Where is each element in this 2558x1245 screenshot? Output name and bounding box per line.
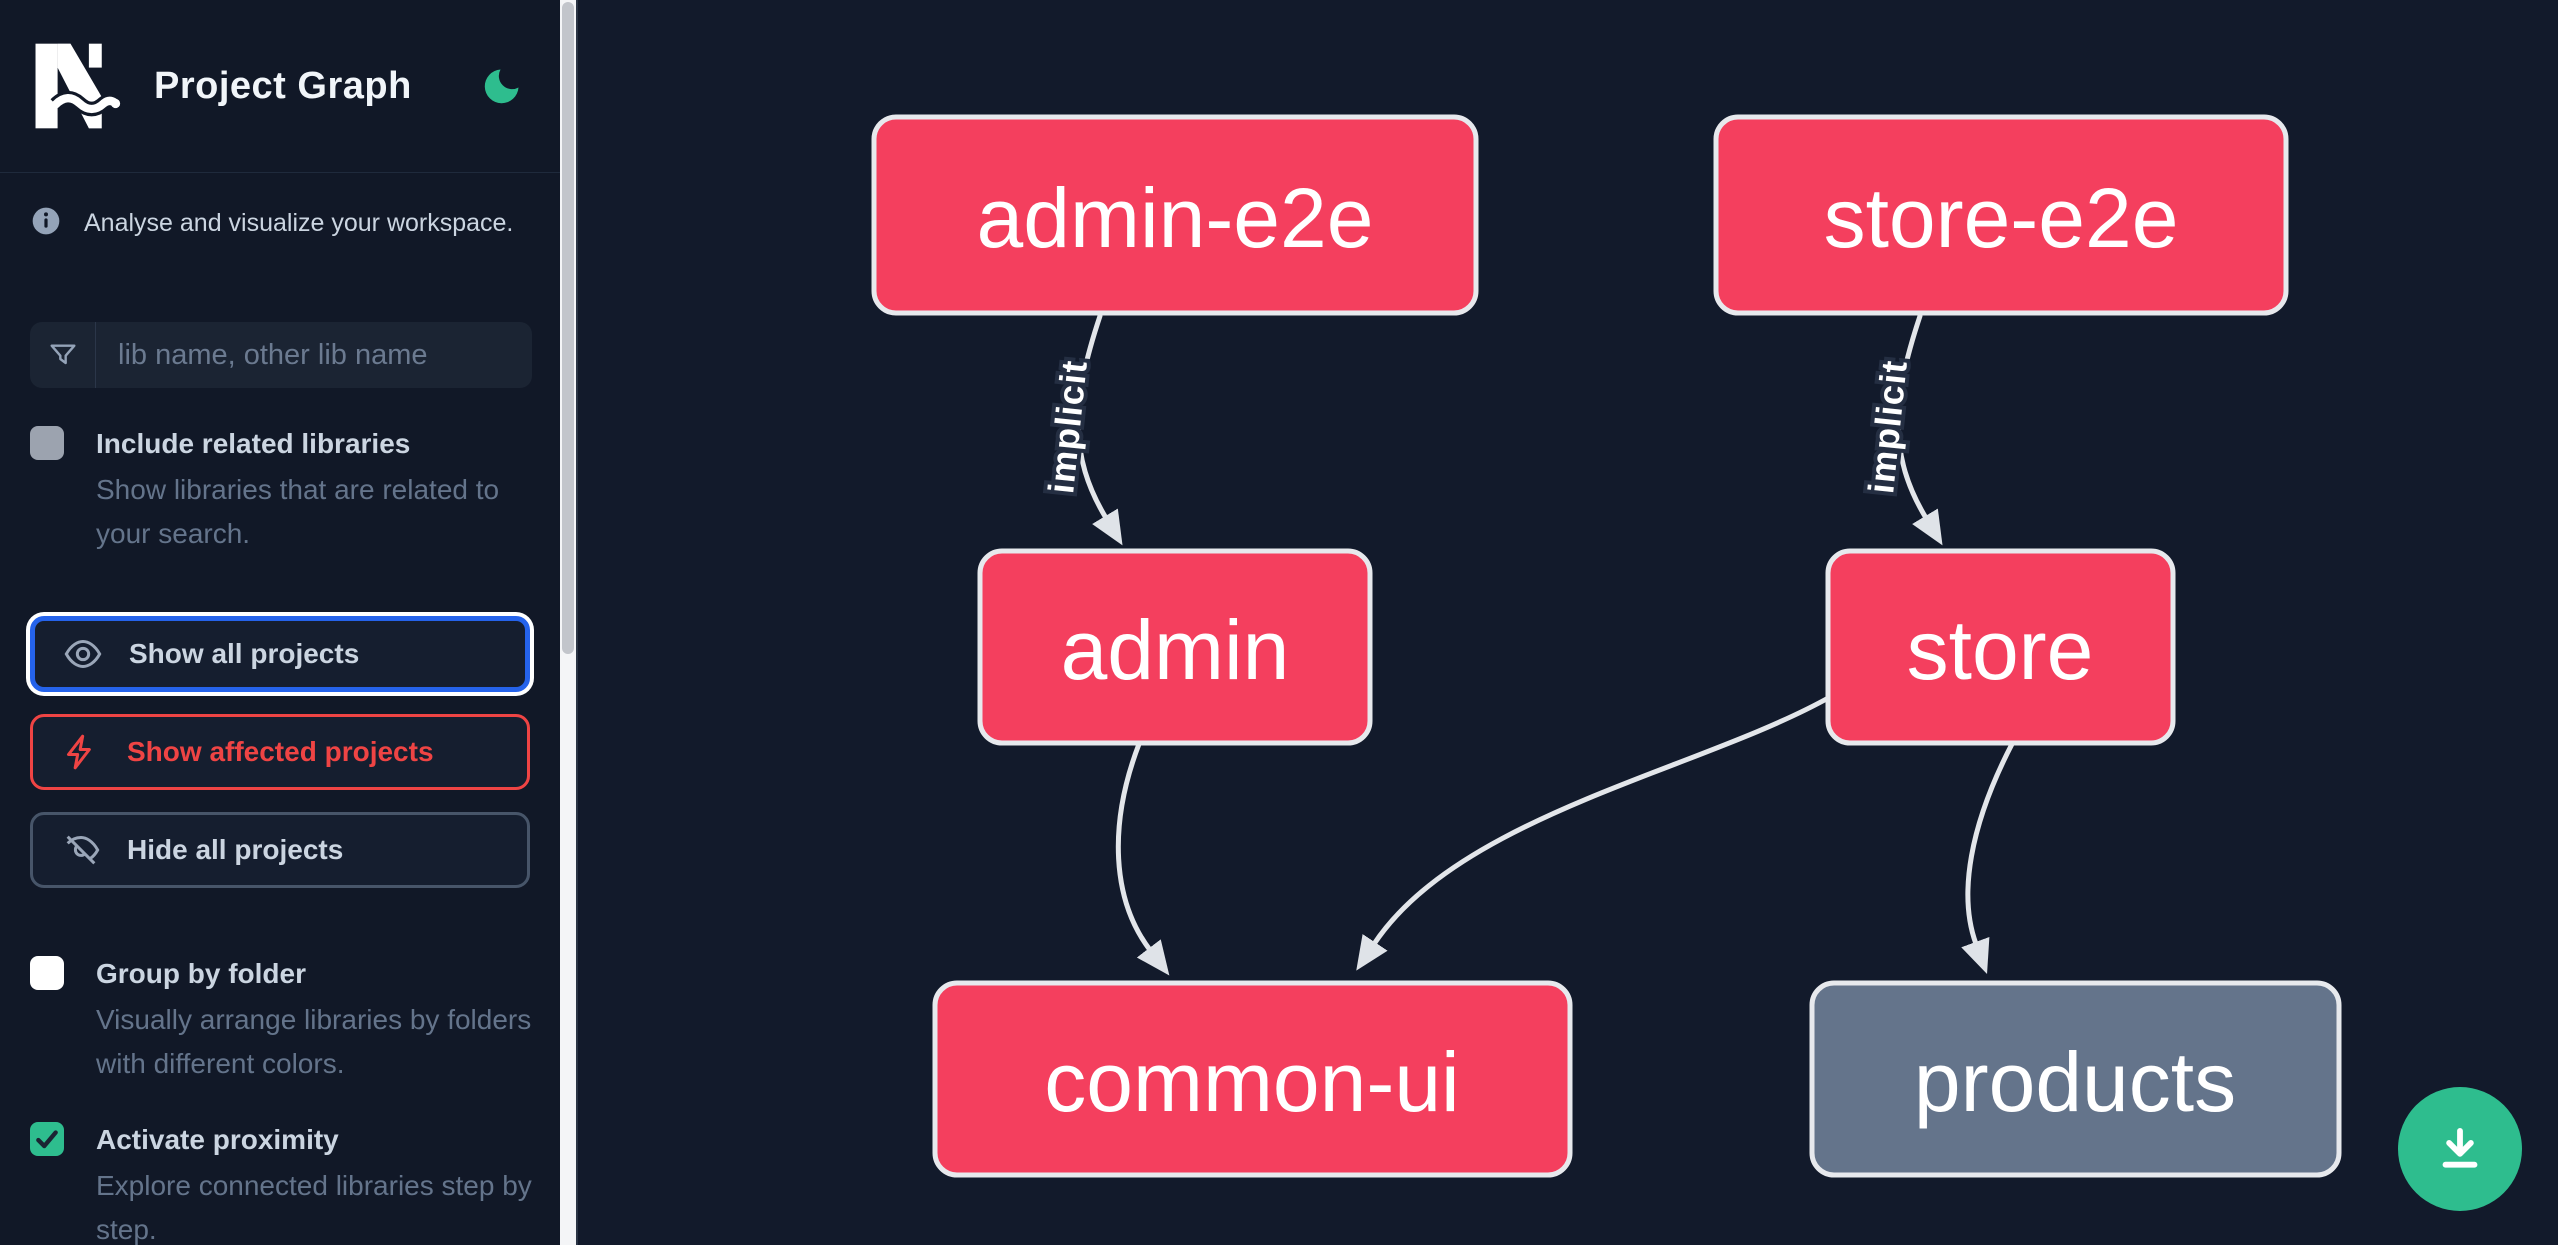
graph-node-store-e2e[interactable]: store-e2e	[1713, 114, 2289, 316]
svg-text:store-e2e: store-e2e	[1824, 171, 2179, 265]
eye-off-icon	[61, 830, 101, 870]
download-icon	[2431, 1120, 2489, 1178]
eye-icon	[63, 634, 103, 674]
toggle-description: Explore connected libraries step by step…	[96, 1170, 532, 1245]
hide-all-projects-button[interactable]: Hide all projects	[30, 812, 530, 888]
svg-text:common-ui: common-ui	[1044, 1035, 1459, 1129]
edge-admin-to-common-ui	[1115, 741, 1170, 976]
workspace-tagline: Analyse and visualize your workspace.	[84, 209, 514, 237]
download-image-button[interactable]	[2398, 1087, 2522, 1211]
button-label: Show affected projects	[127, 736, 434, 767]
moon-icon	[480, 69, 524, 111]
bolt-icon	[61, 732, 101, 772]
svg-text:admin-e2e: admin-e2e	[977, 171, 1374, 265]
svg-text:store: store	[1907, 603, 2094, 697]
toggle-include-related[interactable]: Include related libraries Show libraries…	[30, 424, 530, 556]
edge-admin-e2e-to-admin	[1075, 313, 1123, 546]
sidebar-header: Project Graph	[0, 0, 560, 173]
graph-node-products[interactable]: products	[1809, 980, 2342, 1178]
graph-node-store[interactable]: store	[1825, 548, 2176, 746]
info-icon	[30, 205, 62, 242]
checkbox-activate-proximity[interactable]	[30, 1122, 64, 1156]
theme-toggle-button[interactable]	[480, 64, 524, 108]
toggle-activate-proximity[interactable]: Activate proximity Explore connected lib…	[30, 1120, 532, 1245]
edge-store-e2e-to-store	[1895, 313, 1943, 546]
filter-funnel-icon	[30, 322, 96, 388]
checkbox-include-related[interactable]	[30, 426, 64, 460]
toggle-description: Show libraries that are related to your …	[96, 474, 500, 549]
svg-text:admin: admin	[1061, 603, 1290, 697]
page-title: Project Graph	[154, 64, 412, 107]
sidebar: Project Graph Analyse and v	[0, 0, 560, 1245]
search-box	[30, 322, 532, 388]
project-graph-canvas[interactable]: implicit implicit admin-e2e store-e2e ad…	[576, 0, 2558, 1245]
toggle-label: Include related libraries	[96, 428, 411, 459]
graph-svg: implicit implicit admin-e2e store-e2e ad…	[871, 114, 2342, 1178]
toggle-description: Visually arrange libraries by folders wi…	[96, 1004, 532, 1079]
sidebar-content: Analyse and visualize your workspace. In…	[0, 205, 560, 1245]
button-label: Hide all projects	[127, 834, 344, 865]
button-label: Show all projects	[129, 638, 360, 669]
show-all-projects-button[interactable]: Show all projects	[30, 616, 530, 692]
sidebar-scrollbar-thumb[interactable]	[562, 2, 574, 654]
show-affected-projects-button[interactable]: Show affected projects	[30, 714, 530, 790]
checkbox-group-by-folder[interactable]	[30, 956, 64, 990]
toggle-group-by-folder[interactable]: Group by folder Visually arrange librari…	[30, 954, 531, 1086]
workspace-tagline-row: Analyse and visualize your workspace.	[30, 205, 530, 242]
edge-store-to-products	[1961, 741, 2015, 975]
graph-node-common-ui[interactable]: common-ui	[932, 980, 1573, 1178]
toggle-label: Activate proximity	[96, 1124, 339, 1155]
toggle-label: Group by folder	[96, 958, 306, 989]
svg-text:products: products	[1914, 1035, 2236, 1129]
edge-store-to-common-ui	[1356, 694, 1833, 971]
nx-logo	[30, 40, 122, 132]
sidebar-scrollbar-track[interactable]	[560, 0, 576, 1245]
graph-node-admin-e2e[interactable]: admin-e2e	[871, 114, 1479, 316]
search-input[interactable]	[96, 322, 532, 388]
graph-node-admin[interactable]: admin	[977, 548, 1373, 746]
